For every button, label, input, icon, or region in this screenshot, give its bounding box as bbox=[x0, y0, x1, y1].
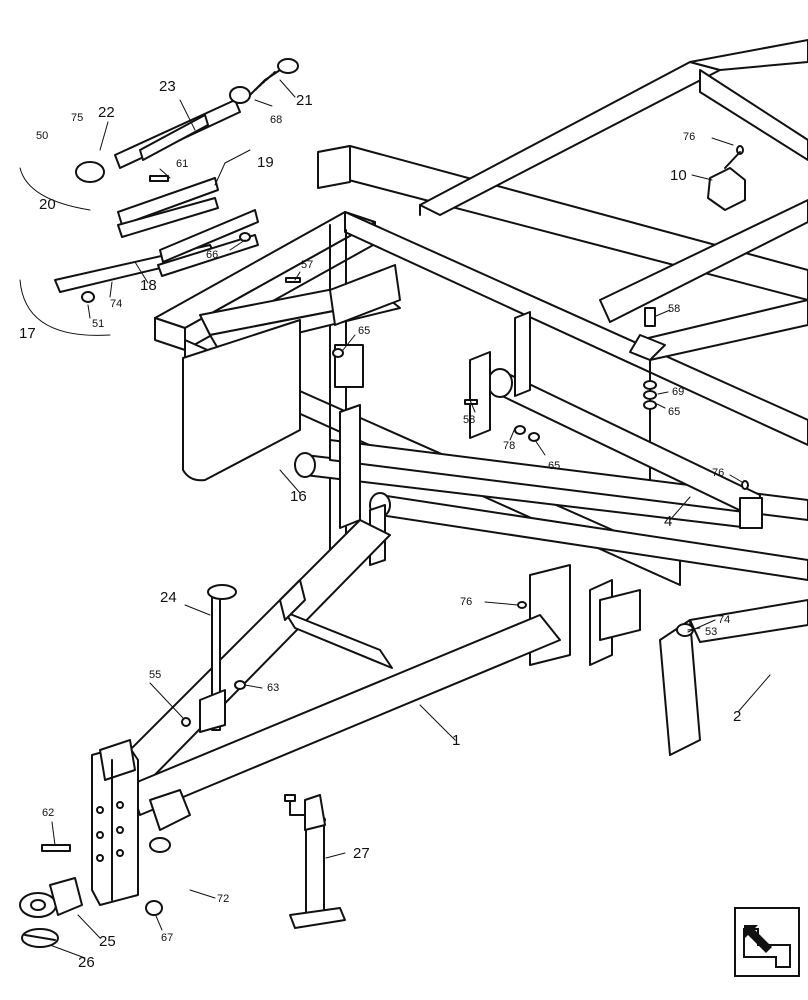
callout-74-right: 74 bbox=[718, 614, 731, 626]
callout-58-left: 58 bbox=[463, 414, 476, 426]
callout-69: 69 bbox=[672, 386, 685, 398]
cross-tube bbox=[294, 368, 808, 581]
nav-arrow-button[interactable] bbox=[734, 907, 800, 977]
callout-57: 57 bbox=[301, 259, 314, 271]
callout-65-right: 65 bbox=[668, 406, 681, 418]
callout-26: 26 bbox=[78, 954, 95, 971]
callout-17: 17 bbox=[19, 325, 36, 342]
arrow-icon bbox=[743, 925, 791, 968]
callout-68: 68 bbox=[270, 114, 283, 126]
callout-55: 55 bbox=[149, 669, 162, 681]
rear-frame-top bbox=[317, 39, 808, 301]
callout-22: 22 bbox=[98, 104, 115, 121]
callout-76-top: 76 bbox=[683, 131, 696, 143]
callout-20: 20 bbox=[39, 196, 56, 213]
callout-75: 75 bbox=[71, 112, 84, 124]
callout-51: 51 bbox=[92, 318, 105, 330]
callout-76-right: 76 bbox=[712, 467, 725, 479]
callout-50: 50 bbox=[36, 130, 49, 142]
callout-63: 63 bbox=[267, 682, 280, 694]
callout-25: 25 bbox=[99, 933, 116, 950]
callout-66: 66 bbox=[206, 249, 219, 261]
callout-19: 19 bbox=[257, 154, 274, 171]
callout-1: 1 bbox=[452, 732, 461, 749]
callout-2: 2 bbox=[733, 708, 742, 725]
callout-27: 27 bbox=[353, 845, 370, 862]
callout-23: 23 bbox=[159, 78, 176, 95]
callout-18: 18 bbox=[140, 277, 157, 294]
callout-16: 16 bbox=[290, 488, 307, 505]
callout-24: 24 bbox=[160, 589, 177, 606]
hitch-ring bbox=[19, 877, 83, 948]
callout-74-left: 74 bbox=[110, 298, 123, 310]
mounted-jack bbox=[199, 584, 237, 733]
callout-78: 78 bbox=[503, 440, 516, 452]
callout-72: 72 bbox=[217, 893, 230, 905]
callout-10: 10 bbox=[670, 167, 687, 184]
hardware-fasteners bbox=[41, 145, 749, 916]
callout-4: 4 bbox=[664, 513, 673, 530]
callout-21: 21 bbox=[296, 92, 313, 109]
callout-67: 67 bbox=[161, 932, 174, 944]
leader-lines bbox=[19, 79, 771, 959]
callout-61: 61 bbox=[176, 158, 189, 170]
callout-65-upper: 65 bbox=[358, 325, 371, 337]
bracket-plates bbox=[54, 177, 259, 293]
jack-stand bbox=[284, 794, 346, 929]
shield-plate bbox=[182, 319, 301, 482]
hitch-tongue bbox=[119, 519, 561, 816]
turnbuckle bbox=[75, 58, 299, 183]
callout-53: 53 bbox=[705, 626, 718, 638]
clevis-hitch bbox=[91, 739, 191, 906]
callout-58-right: 58 bbox=[668, 303, 681, 315]
callout-65-center: 65 bbox=[548, 460, 561, 472]
callout-76-center: 76 bbox=[460, 596, 473, 608]
callout-62: 62 bbox=[42, 807, 55, 819]
